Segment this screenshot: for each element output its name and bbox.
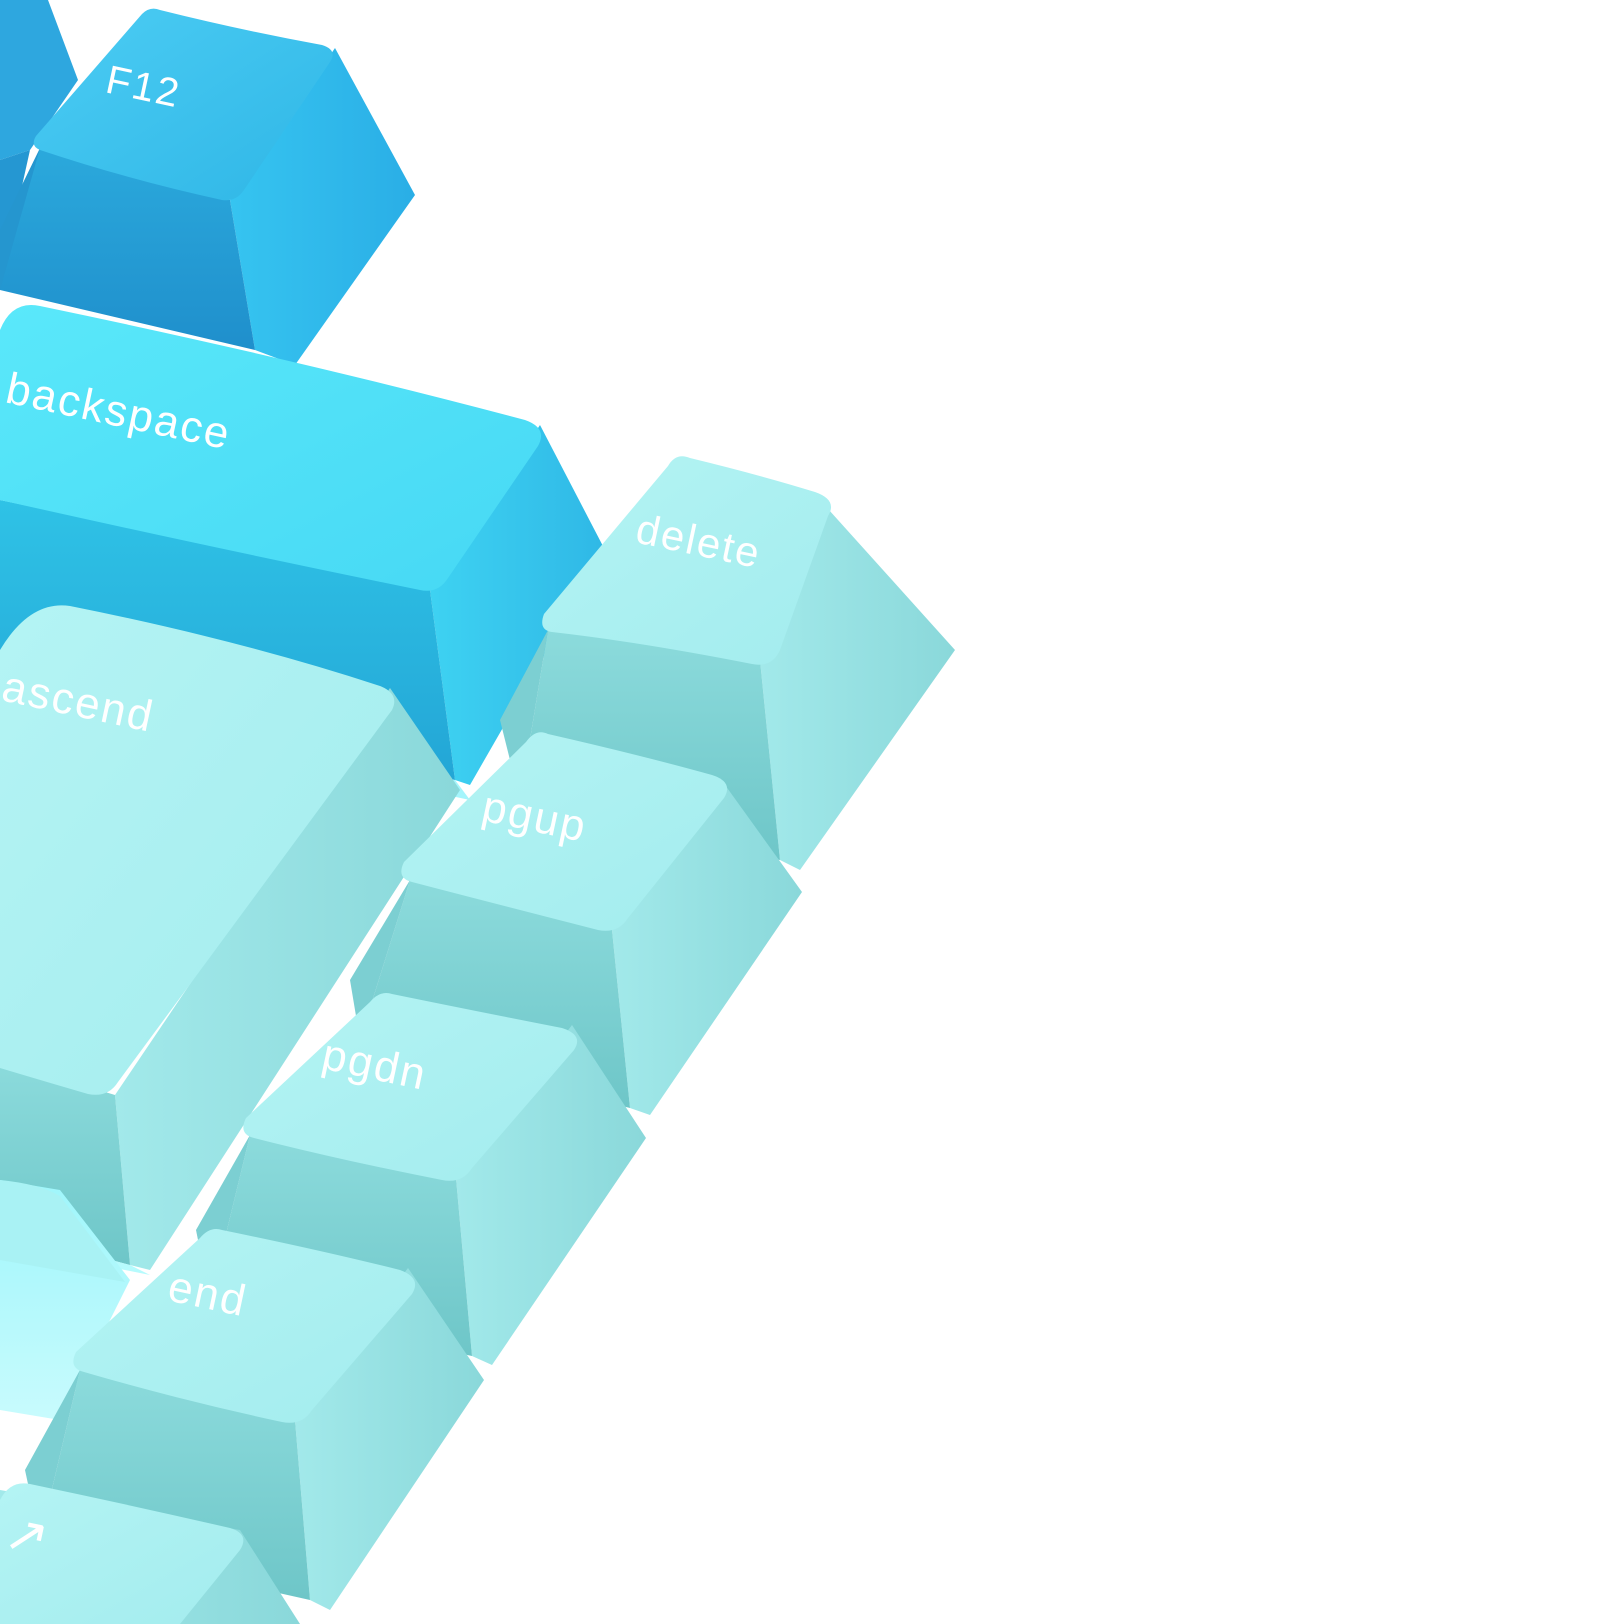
key-arrow-partial[interactable]: ↗: [0, 1483, 300, 1624]
key-f12[interactable]: F12: [0, 8, 415, 365]
key-partial-bottom-left: [0, 1180, 130, 1420]
